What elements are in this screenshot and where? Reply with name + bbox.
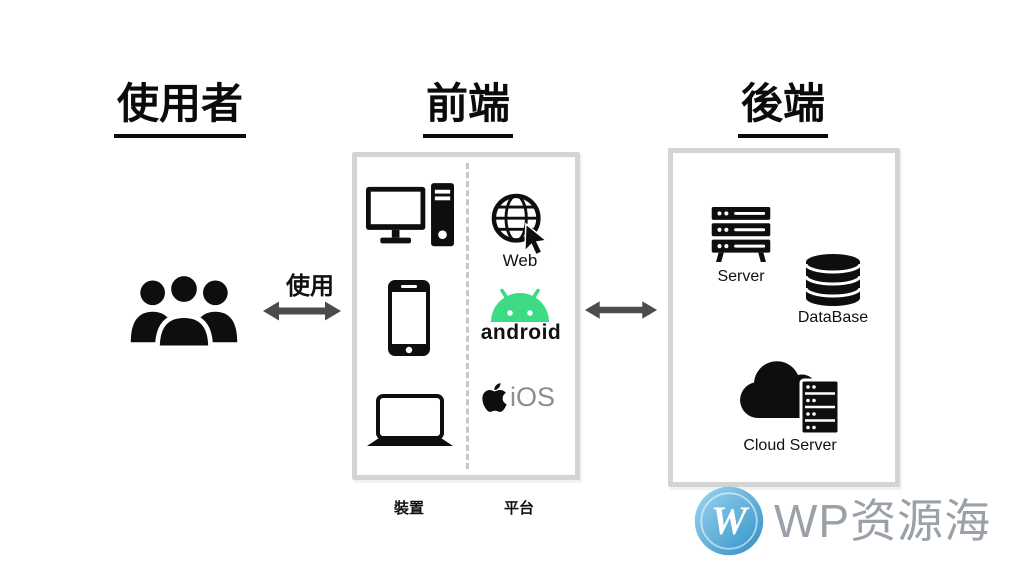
- android-robot-icon: [488, 288, 552, 324]
- cloud-server-label: Cloud Server: [743, 437, 837, 454]
- use-label: 使用: [286, 273, 334, 300]
- web-label: Web: [502, 251, 538, 270]
- double-headed-arrow-icon: [584, 297, 658, 323]
- users-group-icon: [127, 264, 241, 352]
- heading-frontend: 前端: [422, 70, 514, 138]
- watermark: W WP资源海: [692, 484, 991, 558]
- ios-platform: iOS: [481, 381, 555, 414]
- database-label: DataBase: [797, 309, 869, 326]
- globe-cursor-icon: [490, 192, 552, 256]
- cloud-server-icon: [727, 350, 847, 434]
- desktop-computer-icon: [366, 183, 454, 252]
- heading-backend: 後端: [737, 70, 829, 138]
- android-label: android: [480, 321, 562, 344]
- heading-user: 使用者: [113, 70, 247, 138]
- dashed-divider: [466, 163, 469, 469]
- laptop-icon: [367, 394, 453, 448]
- watermark-text: WP资源海: [774, 495, 992, 547]
- svg-text:W: W: [711, 498, 750, 543]
- database-icon: [804, 253, 862, 307]
- device-column-label: 裝置: [393, 500, 425, 517]
- server-label: Server: [717, 268, 765, 285]
- apple-logo-icon: [482, 383, 507, 412]
- smartphone-icon: [388, 280, 430, 356]
- wordpress-logo-icon: W: [692, 484, 766, 558]
- platform-column-label: 平台: [503, 500, 535, 517]
- server-rack-icon: [710, 206, 772, 263]
- ios-label: iOS: [509, 382, 556, 412]
- backend-box: [668, 148, 900, 487]
- double-headed-arrow-icon: [262, 298, 342, 324]
